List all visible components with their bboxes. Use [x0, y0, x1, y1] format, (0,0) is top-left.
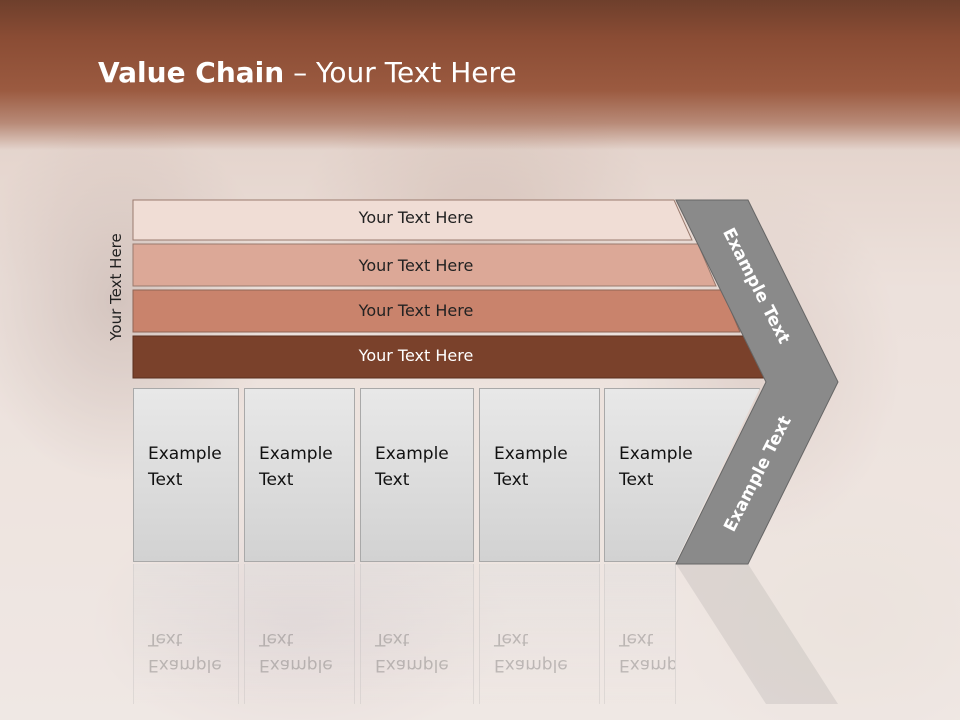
- box-5-line2: Text: [619, 470, 654, 490]
- chevron-reflection: [676, 564, 838, 704]
- band-3[interactable]: [132, 289, 741, 333]
- box-1-reflection-label: Example Text: [148, 626, 222, 678]
- box-2-reflection-label: Example Text: [259, 626, 333, 678]
- box-5-reflection-line1: Example: [619, 655, 676, 675]
- box-3-reflection-label: Example Text: [375, 626, 449, 678]
- box-1-reflection-line2: Text: [148, 629, 183, 649]
- box-1-line2: Text: [148, 470, 183, 490]
- box-2-line2: Text: [259, 470, 294, 490]
- box-3-reflection-line1: Example: [375, 655, 449, 675]
- box-4-line1: Example: [494, 444, 568, 464]
- band-1[interactable]: [132, 199, 693, 241]
- box-5-reflection-label: Example Text: [619, 626, 676, 678]
- box-1-reflection-line1: Example: [148, 655, 222, 675]
- band-3-label: Your Text Here: [358, 301, 474, 320]
- box-2-line1: Example: [259, 444, 333, 464]
- title-bold: Value Chain: [98, 56, 285, 89]
- box-3-line1: Example: [375, 444, 449, 464]
- box-2-reflection-line2: Text: [259, 629, 294, 649]
- box-5-line1: Example: [619, 444, 693, 464]
- title-bar: [0, 0, 960, 150]
- box-2-reflection: Example Text: [244, 564, 355, 704]
- title-rest: – Your Text Here: [284, 56, 517, 89]
- box-4-reflection-label: Example Text: [494, 626, 568, 678]
- box-3-reflection: Example Text: [360, 564, 474, 704]
- box-1-line1: Example: [148, 444, 222, 464]
- box-3-line2: Text: [375, 470, 410, 490]
- box-3-reflection-line2: Text: [375, 629, 410, 649]
- page-title: Value Chain – Your Text Here: [98, 56, 517, 89]
- box-1-reflection: Example Text: [133, 564, 239, 704]
- margin-chevron[interactable]: [675, 199, 839, 565]
- box-4-reflection-line1: Example: [494, 655, 568, 675]
- box-4-reflection: Example Text: [479, 564, 600, 704]
- box-2-reflection-line1: Example: [259, 655, 333, 675]
- box-4-line2: Text: [494, 470, 529, 490]
- band-2[interactable]: [132, 243, 717, 287]
- box-5-reflection-line2: Text: [619, 629, 654, 649]
- band-2-label: Your Text Here: [358, 256, 474, 275]
- box-4-reflection-line2: Text: [494, 629, 529, 649]
- band-1-label: Your Text Here: [358, 208, 474, 227]
- box-5-reflection: Example Text: [604, 564, 676, 704]
- band-4-label: Your Text Here: [358, 346, 474, 365]
